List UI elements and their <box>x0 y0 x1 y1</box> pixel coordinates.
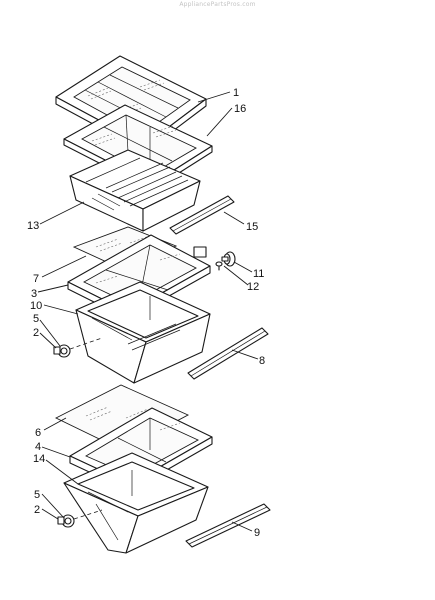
lower-slide-knob <box>61 509 103 528</box>
upper-slide-screw <box>53 346 61 355</box>
upper-trim-strip <box>169 195 235 235</box>
lower-crisper-drawer <box>63 452 209 554</box>
callout-16: 16 <box>234 103 246 115</box>
callout-5-upper: 5 <box>33 313 39 325</box>
callout-10: 10 <box>30 300 42 312</box>
callout-2-lower: 2 <box>34 504 40 516</box>
callout-15: 15 <box>246 221 258 233</box>
callout-8: 8 <box>259 355 265 367</box>
callout-1: 1 <box>233 87 239 99</box>
callout-13: 13 <box>27 220 39 232</box>
callout-labels: 1 16 13 15 7 3 11 12 10 5 2 8 6 4 14 5 2… <box>27 87 265 539</box>
callout-5-lower: 5 <box>34 489 40 501</box>
upper-slide-knob <box>57 337 103 358</box>
callout-14: 14 <box>33 453 45 465</box>
callout-12: 12 <box>247 281 259 293</box>
lower-trim-strip <box>185 503 271 548</box>
lower-slide-screw <box>57 516 65 525</box>
callout-3: 3 <box>31 288 37 300</box>
middle-trim-strip <box>187 327 269 380</box>
roller-screw <box>215 261 223 271</box>
watermark: AppliancePartsPros.com <box>179 1 256 8</box>
callout-11: 11 <box>253 268 264 280</box>
leader-lines <box>37 91 259 532</box>
callout-4: 4 <box>35 441 41 453</box>
callout-6: 6 <box>35 427 41 439</box>
middle-crisper-drawer <box>75 281 211 384</box>
callout-2-upper: 2 <box>33 327 39 339</box>
callout-7: 7 <box>33 273 39 285</box>
drawer-roller <box>221 251 236 267</box>
callout-9: 9 <box>254 527 260 539</box>
upper-crisper-drawer <box>69 149 201 232</box>
